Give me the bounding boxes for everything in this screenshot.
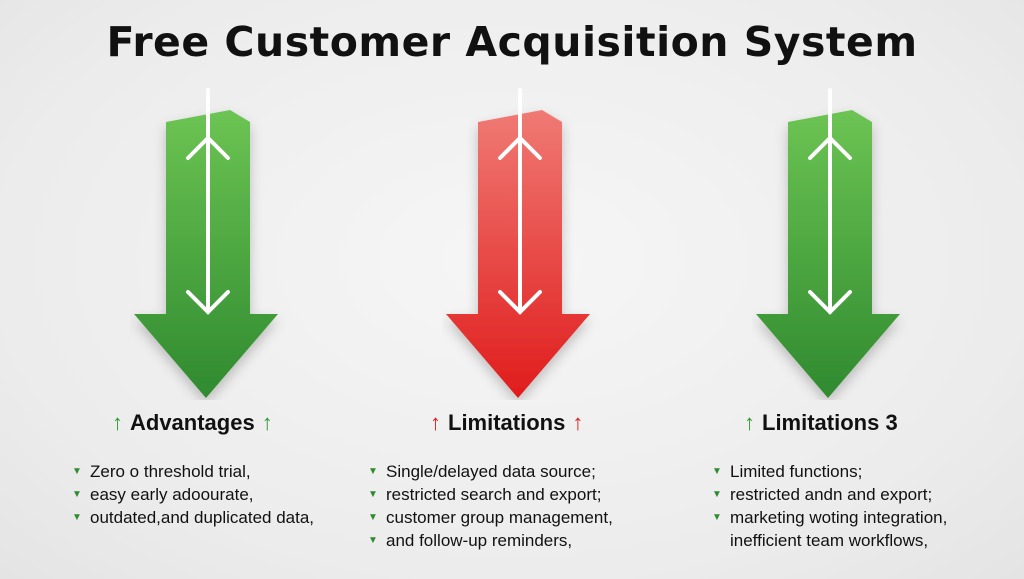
up-arrow-icon: ↑	[112, 410, 123, 435]
column-limitations-3: ↑ Limitations 3 ▼Limited functions; ▼res…	[712, 0, 1024, 579]
up-arrow-icon: ↑	[744, 410, 755, 435]
up-arrow-icon: ↑	[261, 410, 273, 435]
heading-limitations: ↑ Limitations ↑	[430, 410, 583, 436]
up-arrow-icon: ↑	[572, 410, 584, 435]
triangle-bullet-icon: ▼	[72, 489, 82, 500]
triangle-bullet-icon: ▼	[712, 466, 722, 477]
triangle-bullet-icon: ▼	[712, 489, 722, 500]
list-item: ▼customer group management,	[368, 508, 613, 527]
triangle-bullet-icon: ▼	[368, 489, 378, 500]
list-item: ▼restricted search and export;	[368, 485, 602, 504]
list-item: ▼Single/delayed data source;	[368, 462, 596, 481]
triangle-bullet-icon: ▼	[368, 466, 378, 477]
list-item: ▼inefficient team workflows,	[730, 531, 929, 550]
up-arrow-icon: ↑	[430, 410, 441, 435]
down-arrow-red-icon	[446, 88, 590, 398]
double-arrow-icon	[186, 88, 230, 315]
heading-label: Limitations 3	[762, 410, 898, 435]
heading-advantages: ↑ Advantages ↑	[112, 410, 273, 436]
down-arrow-green-icon	[756, 88, 900, 398]
list-item: ▼outdated,and duplicated data,	[72, 508, 315, 527]
limitations-list: ▼Single/delayed data source; ▼restricted…	[368, 460, 613, 552]
list-item: ▼Limited functions;	[712, 462, 863, 481]
list-item: ▼and follow-up reminders,	[368, 531, 573, 550]
advantages-list: ▼Zero o threshold trial, ▼easy early ado…	[72, 460, 314, 529]
column-advantages: ↑ Advantages ↑ ▼Zero o threshold trial, …	[72, 0, 430, 579]
down-arrow-green-icon	[134, 88, 278, 398]
list-item: ▼marketing woting integration,	[712, 508, 948, 527]
heading-label: Limitations	[448, 410, 566, 435]
list-item: ▼Zero o threshold trial,	[72, 462, 251, 481]
triangle-bullet-icon: ▼	[712, 512, 722, 523]
double-arrow-icon	[498, 88, 542, 315]
triangle-bullet-icon: ▼	[72, 512, 82, 523]
heading-limitations-3: ↑ Limitations 3	[744, 410, 898, 436]
heading-label: Advantages	[130, 410, 255, 435]
list-item: ▼restricted andn and export;	[712, 485, 933, 504]
double-arrow-icon	[808, 88, 852, 315]
list-item: ▼easy early adoourate,	[72, 485, 254, 504]
column-limitations: ↑ Limitations ↑ ▼Single/delayed data sou…	[368, 0, 742, 579]
triangle-bullet-icon: ▼	[72, 466, 82, 477]
triangle-bullet-icon: ▼	[368, 535, 378, 546]
page-title: Free Customer Acquisition System	[106, 18, 918, 66]
triangle-bullet-icon: ▼	[368, 512, 378, 523]
limitations-3-list: ▼Limited functions; ▼restricted andn and…	[712, 460, 947, 552]
